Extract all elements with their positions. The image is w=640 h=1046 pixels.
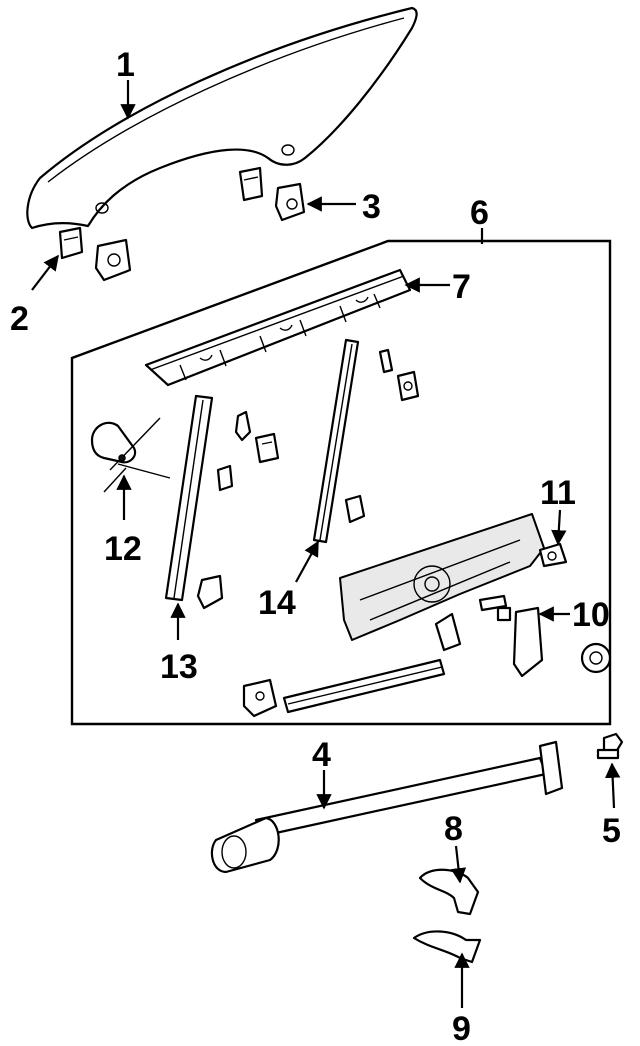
callout-9: 9: [452, 1010, 471, 1046]
callout-1: 1: [116, 46, 135, 84]
callout-10: 10: [572, 596, 610, 634]
leader-14: [295, 540, 319, 583]
callout-labels: 1 2 3 4 5 6 7 8 9 10 11 12 13 14: [10, 46, 621, 1046]
callout-6: 6: [470, 194, 489, 232]
callout-8: 8: [444, 810, 463, 848]
clip-g: [196, 574, 224, 610]
rear-run-channel: [312, 338, 360, 544]
lower-sash-channel: [282, 658, 446, 714]
clip-b: [254, 432, 280, 464]
door-glass: [26, 6, 418, 230]
regulator-panel: [339, 513, 545, 641]
clip-a: [234, 410, 252, 442]
window-motor: [496, 606, 612, 678]
regulator-assembly-frame: [70, 239, 612, 726]
leader-11: [551, 509, 567, 546]
regulator-tube: [210, 740, 564, 874]
leader-8: [450, 845, 467, 884]
lower-channel-bracket: [242, 678, 278, 718]
regulator-lift-arm: [434, 612, 462, 652]
handle-bracket-lower: [412, 930, 482, 964]
callout-12: 12: [104, 530, 142, 568]
leader-2: [31, 254, 59, 291]
leader-5: [604, 762, 621, 809]
callout-2: 2: [10, 300, 29, 338]
callout-4: 4: [312, 736, 331, 774]
bolt: [596, 732, 624, 760]
clip-c: [216, 464, 234, 492]
motor-connector: [478, 594, 508, 612]
regulator-bracket: [90, 417, 171, 493]
clip-d: [378, 348, 394, 374]
callout-3: 3: [362, 188, 381, 226]
callout-5: 5: [602, 812, 621, 850]
callout-7: 7: [452, 268, 471, 306]
front-run-channel: [164, 394, 214, 602]
clip-f: [344, 494, 366, 524]
glass-clip-right: [238, 166, 264, 202]
callout-11: 11: [540, 474, 576, 512]
glass-clip-left: [58, 226, 84, 260]
callout-13: 13: [160, 648, 198, 686]
clip-e: [396, 370, 420, 402]
callout-14: 14: [258, 584, 296, 622]
handle-bracket: [418, 868, 480, 916]
glass-bracket-left: [94, 238, 132, 282]
leader-lines: [31, 80, 621, 1008]
glass-bracket-right: [274, 182, 306, 222]
link-bracket: [538, 542, 568, 568]
upper-channel-rail: [144, 268, 412, 387]
